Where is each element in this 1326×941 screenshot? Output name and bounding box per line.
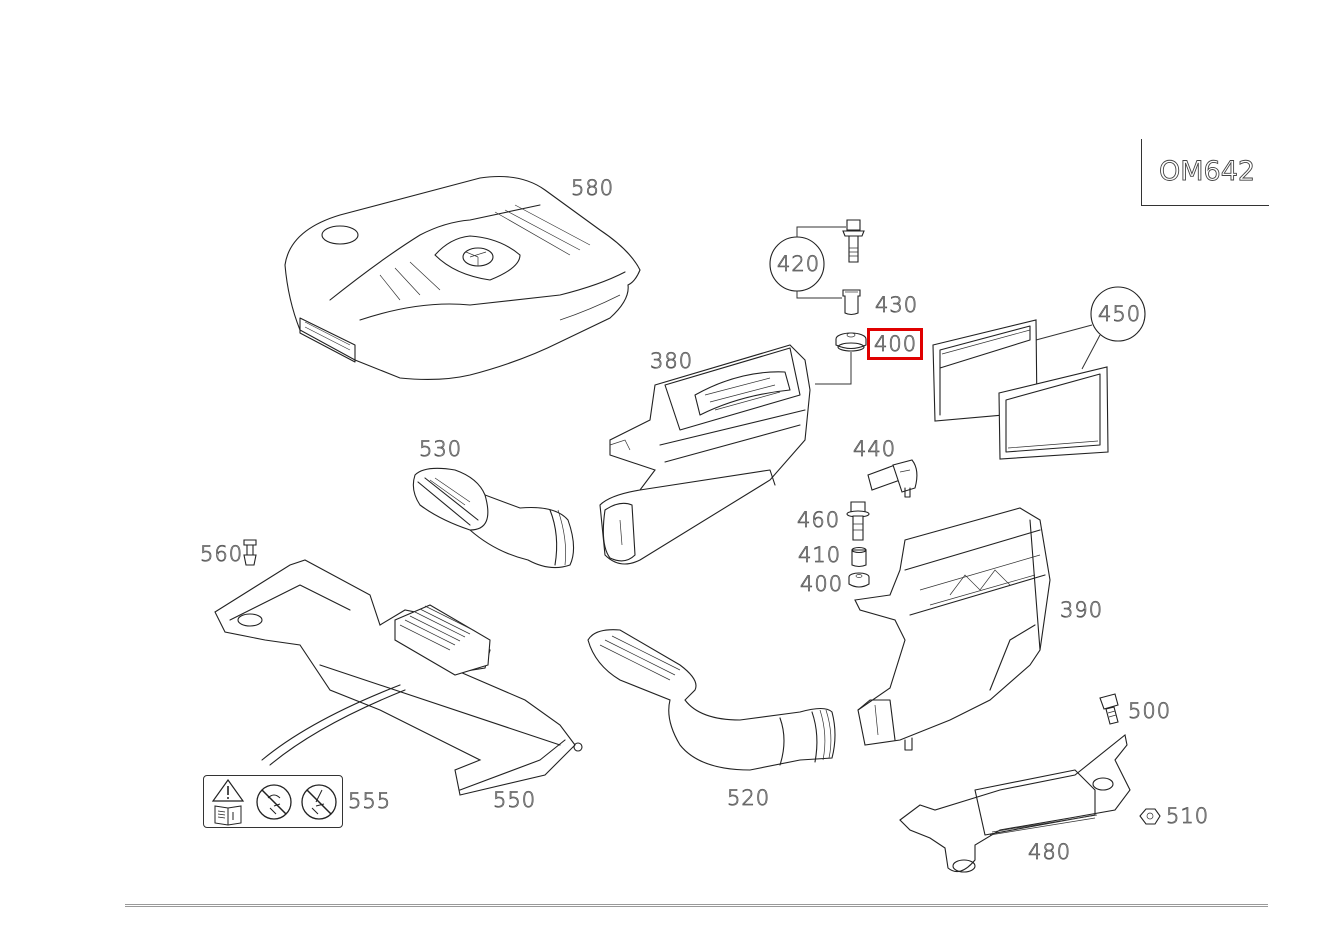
part-460-bolt[interactable] xyxy=(846,501,870,541)
read-manual-icon xyxy=(214,805,242,826)
label-part-400-lower[interactable]: 400 xyxy=(800,572,844,596)
label-part-550[interactable]: 550 xyxy=(493,788,537,812)
footer-divider xyxy=(125,904,1268,907)
label-part-500[interactable]: 500 xyxy=(1128,699,1172,723)
part-510-nut[interactable] xyxy=(1139,808,1161,825)
label-part-520[interactable]: 520 xyxy=(727,786,771,810)
label-part-390[interactable]: 390 xyxy=(1060,598,1104,622)
label-part-430[interactable]: 430 xyxy=(875,293,919,317)
part-380-air-filter-housing-left[interactable] xyxy=(599,344,811,565)
part-430-bushing[interactable] xyxy=(842,289,861,316)
part-520-intake-duct-right[interactable] xyxy=(587,629,836,771)
label-part-480[interactable]: 480 xyxy=(1028,840,1072,864)
part-390-air-filter-housing-right[interactable] xyxy=(854,507,1051,751)
no-open-flame-icon xyxy=(256,784,292,820)
part-450-filter-elements[interactable] xyxy=(932,286,1146,460)
part-530-intake-duct-left[interactable] xyxy=(412,467,575,569)
label-part-440[interactable]: 440 xyxy=(853,437,897,461)
part-550-air-intake-manifold[interactable] xyxy=(214,559,583,796)
part-410-spacer[interactable] xyxy=(851,546,867,568)
part-560-clip[interactable] xyxy=(243,539,257,566)
label-part-450[interactable]: 450 xyxy=(1098,302,1142,326)
label-part-420[interactable]: 420 xyxy=(777,252,821,276)
part-420-screw-callout[interactable] xyxy=(769,219,865,299)
label-part-560[interactable]: 560 xyxy=(200,542,244,566)
part-480-bracket[interactable] xyxy=(899,734,1131,873)
part-555-warning-label[interactable] xyxy=(203,775,343,828)
part-400-rubber-mount-bottom[interactable] xyxy=(848,572,870,588)
label-part-460[interactable]: 460 xyxy=(797,508,841,532)
no-tool-icon xyxy=(301,784,337,820)
label-part-510[interactable]: 510 xyxy=(1166,804,1210,828)
label-part-555[interactable]: 555 xyxy=(348,789,392,813)
part-440-sensor[interactable] xyxy=(867,459,918,498)
engine-code-box: OM642 xyxy=(1141,139,1269,206)
label-part-410[interactable]: 410 xyxy=(798,543,842,567)
label-part-380[interactable]: 380 xyxy=(650,349,694,373)
engine-code: OM642 xyxy=(1159,156,1256,188)
warning-triangle-icon xyxy=(211,778,245,802)
part-580-engine-cover[interactable] xyxy=(284,175,641,380)
part-500-screw[interactable] xyxy=(1099,693,1119,725)
label-part-530[interactable]: 530 xyxy=(419,437,463,461)
part-400-rubber-mount-top[interactable] xyxy=(815,332,867,385)
label-part-400-selected[interactable]: 400 xyxy=(866,328,924,360)
label-part-580[interactable]: 580 xyxy=(571,176,615,200)
